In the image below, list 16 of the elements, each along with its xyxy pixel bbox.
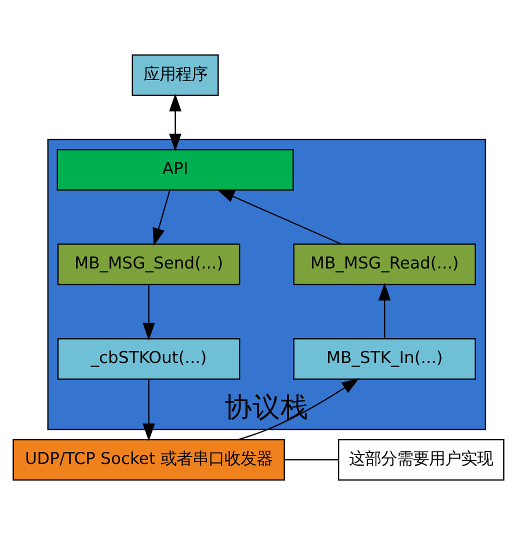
- arrow: [142, 284, 155, 340]
- arrow: [142, 379, 155, 442]
- arrow: [216, 189, 342, 245]
- arrow: [238, 378, 360, 440]
- arrow: [152, 190, 170, 246]
- node-box: UDP/TCP Socket 或者串口收发器: [12, 438, 285, 481]
- node-box: MB_MSG_Send(...): [57, 244, 240, 286]
- node-box: API: [56, 148, 294, 191]
- node-box: MB_STK_In(...): [293, 338, 476, 380]
- node-box: 应用程序: [132, 54, 219, 96]
- node-box: MB_MSG_Read(...): [293, 244, 476, 286]
- connector: [284, 459, 338, 460]
- arrow: [378, 282, 391, 339]
- node-box: _cbSTKOut(...): [57, 338, 240, 380]
- arrow: [169, 94, 182, 152]
- node-box: 这部分需要用户实现: [338, 438, 504, 481]
